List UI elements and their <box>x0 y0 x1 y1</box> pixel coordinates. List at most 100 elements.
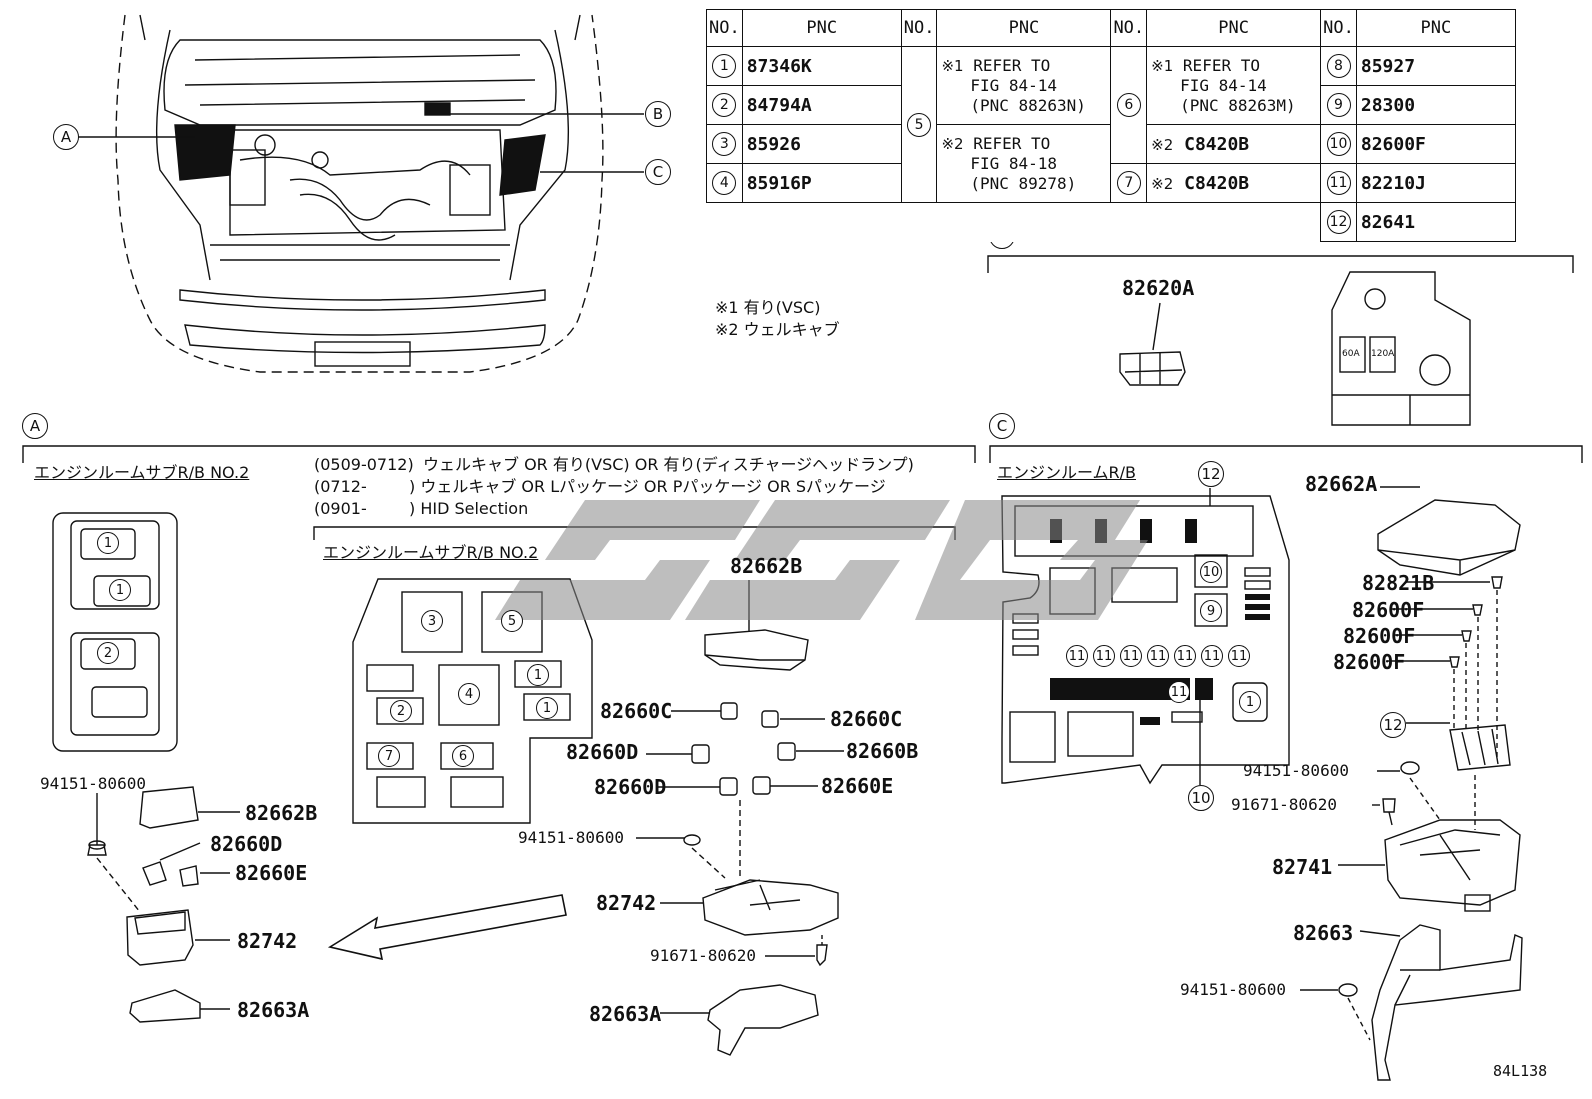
ref-marker: 2 <box>97 642 119 664</box>
part-label: 82663 <box>1293 921 1354 945</box>
table-cell-pnc: 84794A <box>741 85 902 125</box>
table-cell-pnc: 87346K <box>741 46 902 86</box>
table-cell-pnc: 85927 <box>1355 46 1516 86</box>
part-label: 82660C <box>600 699 673 723</box>
ref-marker: 1 <box>1239 691 1261 713</box>
note-mark: ※1 <box>941 56 964 75</box>
part-label: 82660E <box>821 774 894 798</box>
ref-fig: FIG 84-14 <box>970 75 1058 95</box>
part-label: 82660C <box>830 707 903 731</box>
part-label: 82742 <box>237 929 298 953</box>
note-mark: ※2 <box>1151 135 1174 154</box>
ref-pnc: (PNC 88263N) <box>970 95 1086 115</box>
callout-b: B <box>645 101 671 127</box>
section-a-title-left: エンジンルームサブR/B NO.2 <box>34 463 250 482</box>
part-label: 82660D <box>594 775 667 799</box>
direction-arrow <box>327 894 567 961</box>
ref-number: 7 <box>1116 171 1141 195</box>
part-label: 82742 <box>596 891 657 915</box>
part-label: 94151-80600 <box>40 774 146 793</box>
part-label: 82660D <box>210 832 283 856</box>
ref-text: REFER TO <box>973 55 1051 75</box>
note-mark: ※1 <box>1151 56 1174 75</box>
ref-marker: 5 <box>501 610 523 632</box>
note-mark: ※2 <box>1151 174 1174 193</box>
part-label: 94151-80600 <box>1180 980 1286 999</box>
ref-marker: 10 <box>1200 561 1222 583</box>
ref-marker: 1 <box>536 697 558 719</box>
section-c-label: C <box>989 413 1015 439</box>
right-exploded-parts <box>1300 486 1523 1081</box>
ref-number: 4 <box>712 171 737 195</box>
diagram-code: 84L138 <box>1493 1062 1548 1080</box>
relay-82620a-drawing <box>1119 302 1186 386</box>
pnc-table: NO. PNC NO. PNC NO. PNC NO. PNC 1 87346K… <box>706 9 1516 242</box>
ref-fig: FIG 84-14 <box>1180 75 1267 95</box>
ref-marker: 6 <box>452 745 474 767</box>
pnc-value: C8420B <box>1184 133 1250 155</box>
ref-marker: 1 <box>97 532 119 554</box>
ref-marker: 1 <box>109 579 131 601</box>
table-cell-pnc: 85926 <box>741 124 902 164</box>
table-cell-ref: ※1 REFER TO FIG 84-14 (PNC 88263N) <box>936 46 1112 125</box>
table-cell-ref: ※1 REFER TO FIG 84-14 (PNC 88263M) <box>1146 46 1322 125</box>
table-cell-pnc: 82600F <box>1355 124 1516 164</box>
ref-number: 9 <box>1326 93 1351 117</box>
pnc-header: PNC <box>936 9 1112 47</box>
condition-text-3: ) HID Selection <box>409 499 529 518</box>
no-header: NO. <box>1110 9 1148 47</box>
section-c-title: エンジンルームR/B <box>997 463 1137 482</box>
part-label: 94151-80600 <box>518 828 624 847</box>
condition-text-2: ) ウェルキャブ OR Lパッケージ OR Pパッケージ OR Sパッケージ <box>409 477 886 496</box>
part-label: 91671-80620 <box>650 946 756 965</box>
ref-number: 10 <box>1326 132 1351 156</box>
note-2: ※2 ウェルキャブ <box>715 320 840 339</box>
ref-marker: 12 <box>1198 461 1224 487</box>
ref-number: 12 <box>1326 210 1351 234</box>
callout-a: A <box>53 124 79 150</box>
section-a-label: A <box>22 413 48 439</box>
no-header: NO. <box>706 9 743 47</box>
ref-marker: 11 <box>1066 645 1088 667</box>
part-label: 82821B <box>1362 571 1435 595</box>
part-label: 82662B <box>730 554 803 578</box>
ref-number: 6 <box>1116 93 1141 117</box>
ref-number: 1 <box>712 54 737 78</box>
part-label: 82662B <box>245 801 318 825</box>
ref-marker: 1 <box>527 664 549 686</box>
ref-marker: 11 <box>1168 681 1190 703</box>
fuse-label-120a: 120A <box>1371 349 1395 359</box>
part-label: 82600F <box>1343 624 1416 648</box>
no-header: NO. <box>1320 9 1357 47</box>
ref-text: REFER TO <box>973 133 1051 153</box>
ref-number: 3 <box>712 132 737 156</box>
condition-code-3: (0901- <box>314 499 367 518</box>
pnc-value: C8420B <box>1184 172 1250 194</box>
part-label: 82660B <box>846 739 919 763</box>
pnc-header: PNC <box>1355 9 1516 47</box>
ref-marker: 9 <box>1200 600 1222 622</box>
ref-number: 5 <box>907 112 932 137</box>
part-label: 82660E <box>235 861 308 885</box>
ref-marker: 7 <box>378 745 400 767</box>
section-a-title-right: エンジンルームサブR/B NO.2 <box>323 543 539 562</box>
part-label: 82660D <box>566 740 639 764</box>
table-cell-pnc: 82210J <box>1355 163 1516 203</box>
note-mark: ※2 <box>941 134 964 153</box>
part-label: 82663A <box>589 1002 662 1026</box>
ref-number: 2 <box>712 93 737 117</box>
condition-code-2: (0712- <box>314 477 367 496</box>
table-cell-pnc: ※2 C8420B <box>1146 124 1322 164</box>
ref-marker: 3 <box>421 610 443 632</box>
left-exploded-parts <box>87 786 240 1023</box>
table-cell-pnc: ※2 C8420B <box>1146 163 1322 203</box>
ref-marker: 11 <box>1093 645 1115 667</box>
watermark-logo <box>495 500 1148 620</box>
condition-code-1: (0509-0712) <box>314 455 414 474</box>
table-cell-pnc: 28300 <box>1355 85 1516 125</box>
condition-text-1: ウェルキャブ OR 有り(VSC) OR 有り(ディスチャージヘッドランプ) <box>423 455 914 474</box>
part-label-82620a: 82620A <box>1122 276 1195 300</box>
ref-number: 11 <box>1326 171 1351 195</box>
